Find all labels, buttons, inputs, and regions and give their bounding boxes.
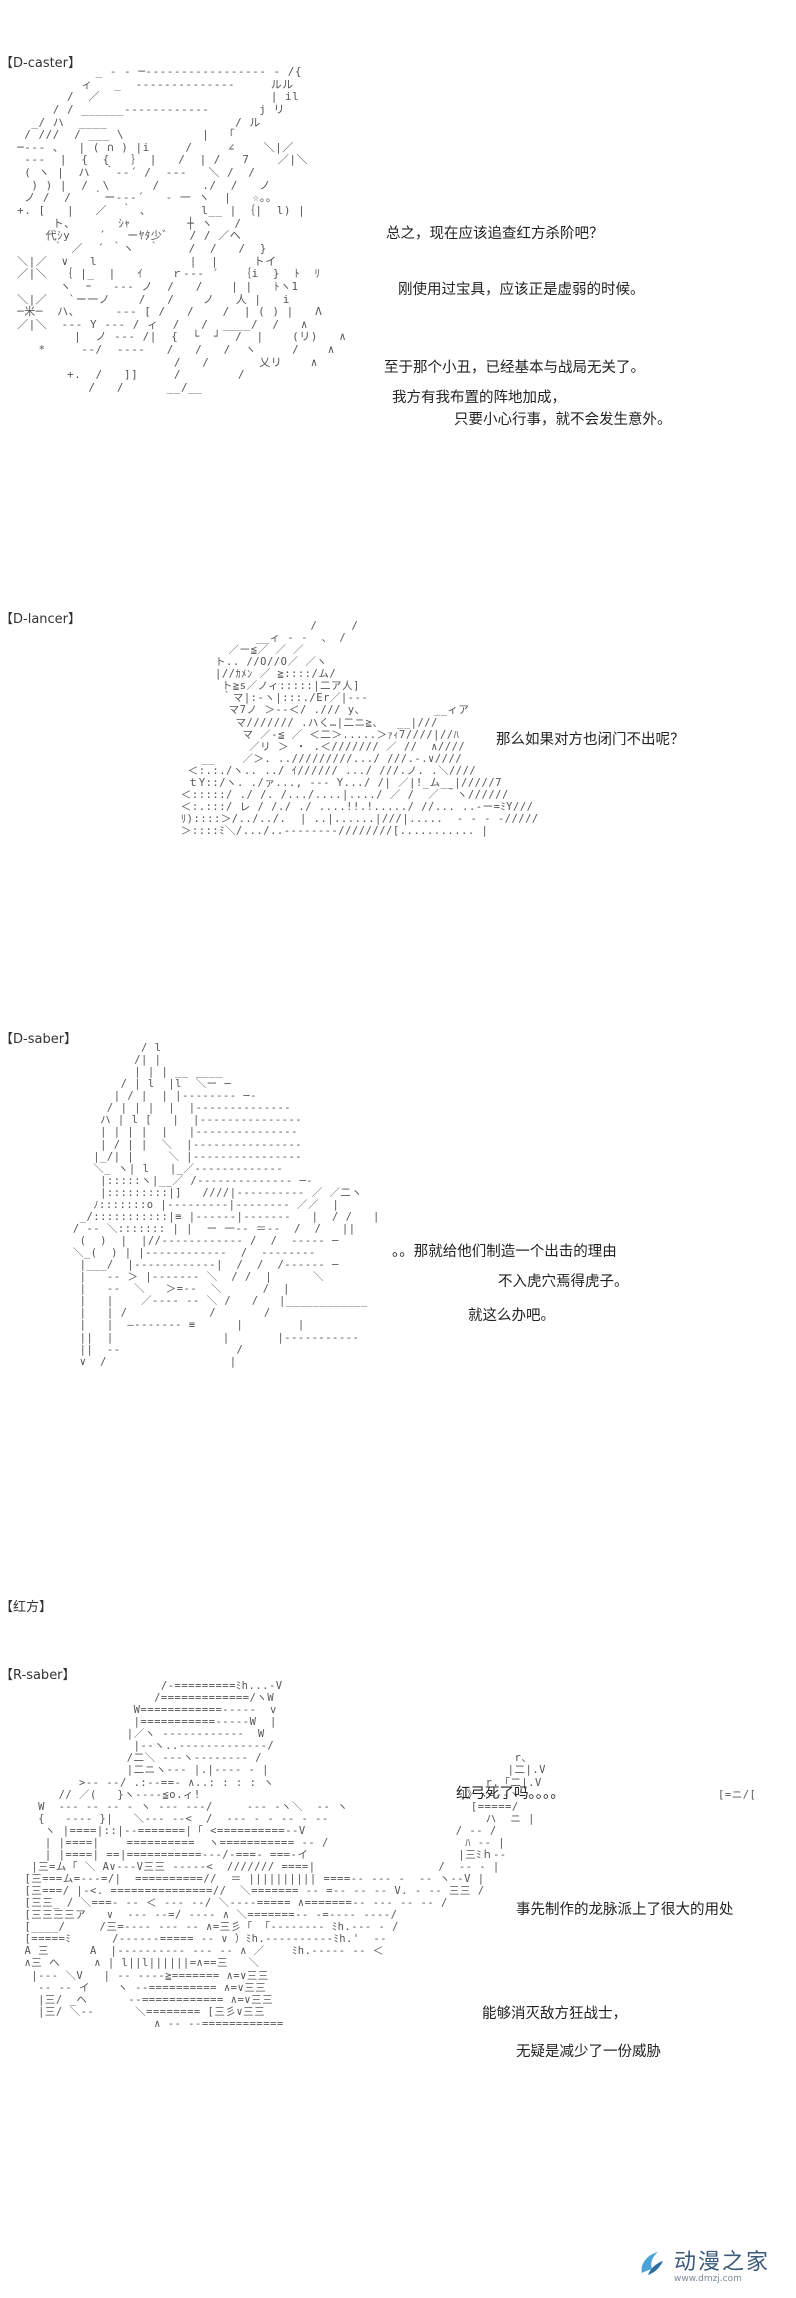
dialogue-rsaber-4: 无疑是减少了一份威胁 — [516, 2044, 661, 2060]
watermark-name: 动漫之家 — [673, 2250, 770, 2275]
ascii-art-dcaster: _ ‐ ‐ ─‐‐‐‐‐‐‐‐‐‐‐‐‐‐‐‐‐ ‐ /{ ィ _ ‐‐‐‐‐‐… — [17, 65, 347, 395]
dialogue-rsaber-1: 红弓死了吗。。。。 — [456, 1786, 565, 1802]
section-label-dcaster: 【D-caster】 — [0, 56, 82, 71]
dialogue-dcaster-4: 我方有我布置的阵地加成， — [392, 390, 566, 406]
watermark-logo: 动漫之家 www.dmzj.com — [636, 2244, 770, 2284]
ascii-art-dsaber: / l /| | | | | __ ____ / | l |l ＼ー ─ | /… — [72, 1042, 380, 1368]
dialogue-dsaber-3: 就这么办吧。 — [468, 1308, 555, 1324]
dialogue-dcaster-5: 只要小心行事，就不会发生意外。 — [454, 412, 672, 428]
dialogue-rsaber-3: 能够消灭敌方狂战士， — [482, 2006, 627, 2022]
dialogue-dcaster-1: 总之，现在应该追查红方杀阶吧？ — [386, 226, 604, 242]
dialogue-dsaber-1: 。。那就给他们制造一个出击的理由 — [392, 1244, 617, 1260]
section-label-dsaber: 【D-saber】 — [0, 1032, 78, 1047]
dialogue-dcaster-2: 刚使用过宝具，应该正是虚弱的时候。 — [398, 282, 645, 298]
section-label-rsaber: 【R-saber】 — [0, 1668, 76, 1683]
watermark-url: www.dmzj.com — [673, 2274, 742, 2284]
dialogue-rsaber-2: 事先制作的龙脉派上了很大的用处 — [516, 1902, 734, 1918]
dialogue-dsaber-2: 不入虎穴焉得虎子。 — [498, 1274, 629, 1290]
dialogue-dlancer-1: 那么如果对方也闭门不出呢？ — [496, 732, 685, 748]
dialogue-dcaster-3: 至于那个小丑，已经基本与战局无关了。 — [384, 360, 645, 376]
section-label-dlancer: 【D-lancer】 — [0, 612, 82, 627]
dmzj-logo-icon — [641, 2252, 663, 2275]
ascii-art-rsaber: /‐=========ﾐh...‐V /=============/ヽW W==… — [24, 1680, 757, 2030]
section-label-hongfang: 【红方】 — [0, 1600, 53, 1615]
ascii-art-dlancer: / / __ィ ‐ ‐ 、 / ／ー≦／ ／ ／ ト.. //O//O／ ／ヽ … — [180, 620, 539, 838]
